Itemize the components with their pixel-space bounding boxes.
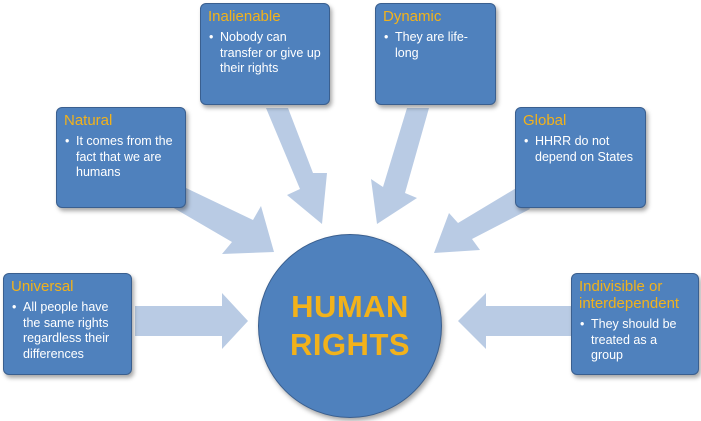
arrow-inalienable xyxy=(266,108,327,224)
box-title-universal: Universal xyxy=(11,278,74,295)
box-inalienable: Inalienable Nobody can transfer or give … xyxy=(200,3,330,105)
arrow-global xyxy=(434,187,530,253)
human-rights-circle: HUMAN RIGHTS xyxy=(258,234,442,418)
arrow-indivisible xyxy=(458,293,571,349)
box-title-natural: Natural xyxy=(64,112,113,129)
bullet-list: It comes from the fact that we are human… xyxy=(64,134,178,181)
bullet-list: All people have the same rights regardle… xyxy=(11,300,124,362)
bullet-item: They are life-long xyxy=(383,30,488,61)
box-natural: Natural It comes from the fact that we a… xyxy=(56,107,186,208)
bullet-item: HHRR do not depend on States xyxy=(523,134,638,165)
box-global: Global HHRR do not depend on States xyxy=(515,107,646,208)
box-dynamic: Dynamic They are life-long xyxy=(375,3,496,105)
bullet-item: It comes from the fact that we are human… xyxy=(64,134,178,181)
bullet-item: Nobody can transfer or give up their rig… xyxy=(208,30,322,77)
bullet-list: They are life-long xyxy=(383,30,488,61)
bullet-list: HHRR do not depend on States xyxy=(523,134,638,165)
box-universal: Universal All people have the same right… xyxy=(3,273,132,375)
box-title-indivisible: Indivisible or interdependent xyxy=(579,278,680,312)
bullet-list: Nobody can transfer or give up their rig… xyxy=(208,30,322,77)
box-title-global: Global xyxy=(523,112,567,129)
arrow-universal xyxy=(135,293,248,349)
center-title-line-2: RIGHTS xyxy=(289,327,411,362)
bullet-item: All people have the same rights regardle… xyxy=(11,300,124,362)
arrow-dynamic xyxy=(371,108,429,224)
center-title-line-1: HUMAN xyxy=(291,289,409,324)
bullet-list: They should be treated as a group xyxy=(579,317,691,364)
bullet-item: They should be treated as a group xyxy=(579,317,691,364)
box-title-dynamic: Dynamic xyxy=(383,8,442,25)
arrow-natural xyxy=(172,188,274,254)
box-indivisible: Indivisible or interdependent They shoul… xyxy=(571,273,699,375)
box-title-inalienable: Inalienable xyxy=(208,8,281,25)
